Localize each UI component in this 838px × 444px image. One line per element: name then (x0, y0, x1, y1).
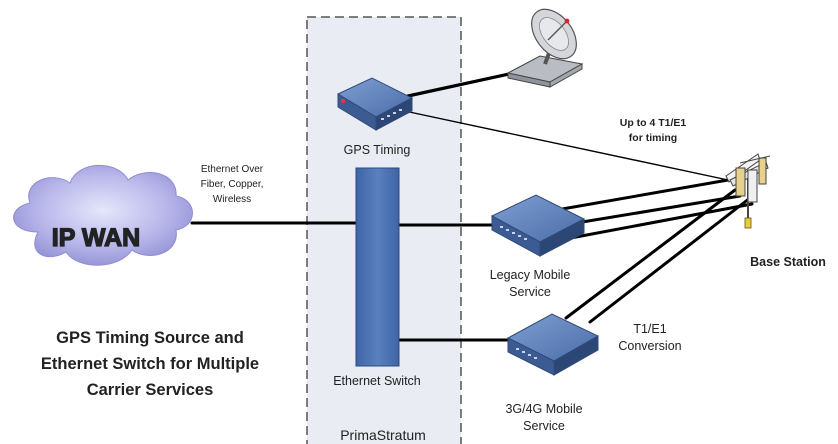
link-label-line2: Fiber, Copper, (201, 179, 264, 190)
gps-timing-label: GPS Timing (344, 143, 411, 157)
mobile-3g4g-device (506, 313, 600, 376)
ethernet-switch (355, 167, 400, 367)
legacy-mobile-device (490, 194, 586, 257)
mobile-3g4g-label-line1: 3G/4G Mobile (505, 402, 582, 416)
legacy-to-base-line-3 (558, 202, 754, 242)
conversion-label-line1: T1/E1 (633, 322, 666, 336)
ethernet-switch-label: Ethernet Switch (333, 374, 421, 388)
enclosure-label: PrimaStratum (340, 427, 426, 443)
satellite-dish-icon (506, 8, 584, 88)
legacy-label-line2: Service (509, 285, 551, 299)
link-label-line1: Ethernet Over (201, 164, 264, 175)
caption-line3: Carrier Services (87, 381, 214, 399)
timing-note-line2: for timing (629, 132, 677, 144)
connection-lines (190, 67, 754, 342)
gps-to-base-station-line (399, 109, 729, 181)
timing-note-line1: Up to 4 T1/E1 (620, 117, 687, 129)
mobile-3g4g-label-line2: Service (523, 419, 565, 433)
diagram-caption: GPS Timing Source and Ethernet Switch fo… (41, 329, 259, 399)
cloud-label: IP WAN (52, 224, 140, 252)
caption-line1: GPS Timing Source and (56, 329, 244, 347)
gps-timing-device (336, 77, 414, 131)
link-type-label: Ethernet Over Fiber, Copper, Wireless (201, 164, 264, 205)
base-station-tower-icon (725, 153, 771, 229)
legacy-label-line1: Legacy Mobile (490, 268, 571, 282)
ip-wan-cloud: IP WAN (13, 164, 193, 266)
caption-line2: Ethernet Switch for Multiple (41, 355, 259, 373)
legacy-to-base-line-1 (543, 178, 730, 214)
conversion-label-line2: Conversion (618, 339, 681, 353)
base-station-label: Base Station (750, 255, 826, 269)
link-label-line3: Wireless (213, 194, 251, 205)
cloud-icon (13, 164, 193, 266)
3g4g-to-base-line-1 (564, 188, 737, 320)
3g4g-to-base-line-2 (588, 196, 752, 324)
